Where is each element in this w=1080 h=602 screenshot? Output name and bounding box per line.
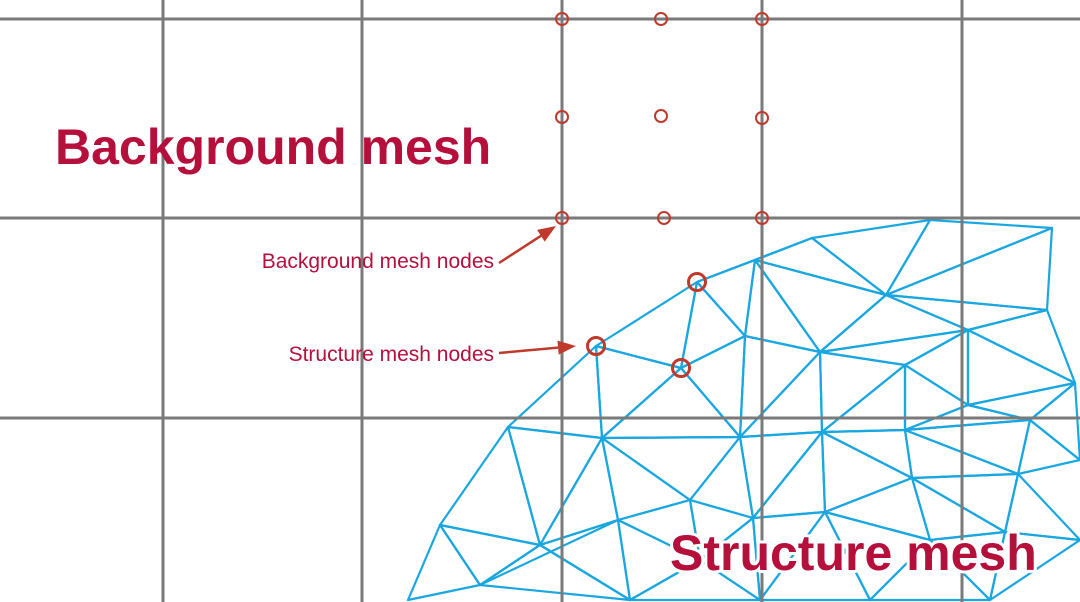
mesh-triangle xyxy=(594,280,699,370)
mesh-triangle xyxy=(600,435,742,502)
background-nodes-arrow-shaft xyxy=(498,234,542,265)
mesh-triangle xyxy=(738,334,822,439)
structure-nodes-arrow-head xyxy=(557,340,576,355)
background-mesh-node xyxy=(555,12,569,26)
mesh-triangle xyxy=(406,523,482,602)
structure-nodes-arrow-shaft xyxy=(498,346,559,355)
mesh-triangle xyxy=(903,363,970,432)
mesh-triangle xyxy=(884,293,1049,332)
background-mesh-node xyxy=(755,111,769,125)
node-markers xyxy=(555,12,769,378)
mesh-triangle xyxy=(820,363,907,434)
mesh-triangle xyxy=(903,328,970,407)
mesh-triangle xyxy=(506,344,604,440)
mesh-triangle xyxy=(966,381,1077,422)
mesh-triangle xyxy=(966,308,1077,385)
mesh-triangle xyxy=(818,328,970,367)
background-mesh-nodes-label: Background mesh nodes xyxy=(262,250,494,273)
mesh-triangle xyxy=(884,218,1054,297)
background-mesh-node xyxy=(755,12,769,26)
mesh-triangle xyxy=(988,530,1080,602)
mesh-triangle xyxy=(751,430,827,520)
mesh-triangle xyxy=(1028,381,1080,462)
background-nodes-arrow-head xyxy=(537,226,556,242)
structure-mesh-node xyxy=(671,358,691,378)
mesh-triangle xyxy=(738,350,824,439)
background-mesh-node xyxy=(555,211,569,225)
mesh-triangle xyxy=(758,510,872,602)
mesh-triangle xyxy=(868,538,992,602)
structure-mesh-nodes-label: Structure mesh nodes xyxy=(289,343,494,366)
mesh-triangle xyxy=(1016,418,1080,476)
structure-mesh-label: Structure mesh xyxy=(670,525,1037,581)
mesh-triangle xyxy=(818,350,907,434)
background-mesh-node xyxy=(654,109,668,123)
structure-mesh-node xyxy=(687,272,707,292)
mesh-triangle xyxy=(820,430,914,514)
mesh-triangle xyxy=(600,366,742,440)
structure-mesh xyxy=(406,218,1080,602)
mesh-triangle xyxy=(628,558,762,602)
mesh-triangle xyxy=(538,436,620,547)
mesh-triangle xyxy=(594,344,683,440)
mesh-triangle xyxy=(903,418,1032,476)
mesh-triangle xyxy=(910,472,1020,534)
mesh-triangle xyxy=(688,435,755,520)
mesh-triangle xyxy=(538,518,632,602)
background-mesh-node xyxy=(555,110,569,124)
background-mesh-node xyxy=(657,211,671,225)
background-mesh-node xyxy=(654,12,668,26)
mesh-triangle xyxy=(506,425,604,547)
background-mesh-node xyxy=(755,211,769,225)
arrows xyxy=(498,226,576,355)
mesh-triangle xyxy=(753,258,888,354)
mesh-triangle xyxy=(738,430,824,520)
background-mesh-label: Background mesh xyxy=(55,119,491,175)
structure-mesh-node xyxy=(586,336,606,356)
mesh-triangle xyxy=(679,334,747,439)
